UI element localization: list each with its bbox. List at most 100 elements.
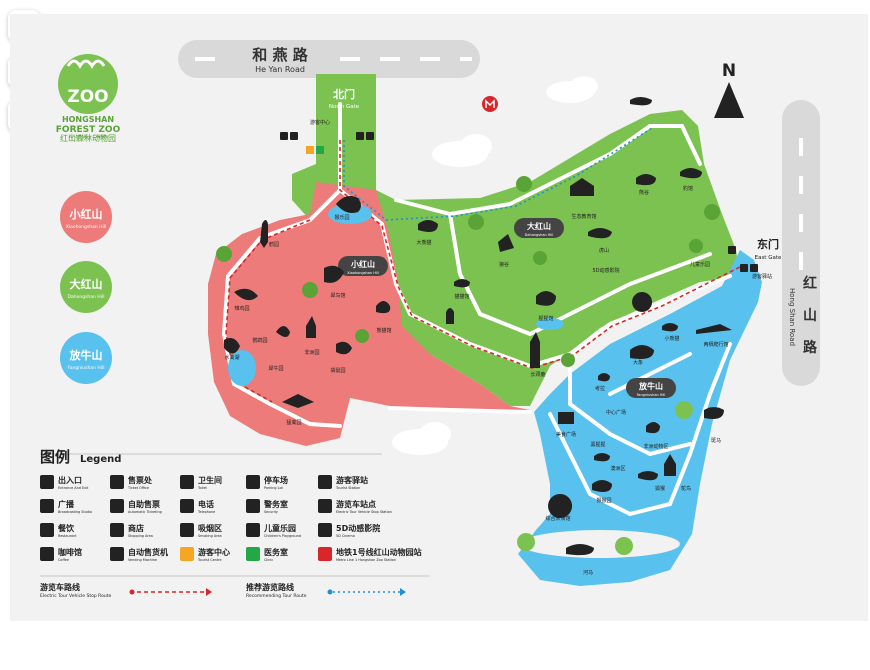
- panda-icon: [418, 220, 438, 232]
- tiger-icon: [588, 228, 612, 239]
- legend-item-cn: 游客中心: [198, 547, 230, 557]
- logo-name-cn: 红山森林动物园: [60, 133, 116, 143]
- logo-name-en1: HONGSHAN: [62, 115, 114, 124]
- legend-item-en: Smoking Area: [198, 534, 222, 538]
- hill-da-cn: 大红山: [527, 221, 551, 231]
- legend-item-cn: 自动售货机: [128, 547, 168, 557]
- legend-bus-route-en: Electric Tour Vehicle Stop Route: [40, 593, 111, 599]
- place-african-animals: 非洲动物区: [643, 443, 668, 450]
- place-tourist-centre: 游客中心: [310, 119, 330, 126]
- logo-sub: NANJING · CHINA: [69, 134, 108, 140]
- place-giraffe: 长颈鹿: [530, 371, 545, 378]
- walkways: [221, 102, 732, 517]
- legend-item-en: Metro Line 1 Hongshan Zoo Station: [336, 558, 396, 562]
- place-elephant: 大象: [633, 359, 643, 366]
- legend-item-cn: 商店: [128, 523, 144, 533]
- rabbit-icon: [376, 301, 391, 314]
- vending-icon: [110, 547, 124, 561]
- hill-xiao-cn: 小红山: [350, 259, 375, 269]
- legend-item-en: Security: [264, 510, 278, 514]
- legend-item-cn: 售票处: [127, 475, 153, 485]
- broadcast-icon: [40, 499, 54, 513]
- crocodile-icon: [696, 324, 732, 334]
- place-rhinoceros: 犀牛园: [268, 365, 283, 372]
- clinic-icon: [246, 547, 260, 561]
- playground-icon: [246, 523, 260, 537]
- legend-item-en: Vending Machine: [128, 558, 157, 562]
- police-icon: [246, 499, 260, 513]
- tourist-centre-icon: [306, 146, 314, 154]
- legend-item-cn: 5D动感影院: [336, 523, 380, 533]
- legend-item-en: Children's Playground: [264, 534, 301, 538]
- self-ticket-icon: [110, 499, 124, 513]
- fangniushan-area: [518, 250, 762, 586]
- metro-station-marker[interactable]: [482, 96, 498, 112]
- legend-item-en: Shopping Area: [128, 534, 153, 538]
- north-gate-cn: 北门: [333, 87, 355, 101]
- east-road-cn-2: 山: [803, 308, 817, 324]
- pagoda-icon: [570, 178, 594, 196]
- legend-item-en: Tourist Station: [335, 486, 360, 490]
- place-koala: 考拉: [595, 385, 605, 392]
- restaurant-icon: [40, 523, 54, 537]
- bus-stop-icon: [318, 499, 332, 513]
- gorilla2-icon: [592, 480, 612, 492]
- area-fang-en: Fangniushan Hill: [68, 365, 105, 371]
- place-gorilla-house: 猩猩馆: [538, 315, 553, 322]
- east-road-cn-3: 路: [803, 339, 818, 356]
- legend-item-en: Electric Tour Vehicle Stop Station: [336, 510, 392, 514]
- zoo-map: 和 燕 路 He Yan Road 红 山 路 Hong Shan Road N…: [10, 14, 868, 621]
- legend-item-en: Coffee: [58, 558, 69, 562]
- jaguar-icon: [630, 97, 652, 106]
- north-gate[interactable]: 北门 North Gate: [329, 87, 360, 110]
- zoo-logo: ZOO HONGSHAN FOREST ZOO NANJING · CHINA …: [56, 54, 121, 143]
- chimp-icon: [594, 453, 610, 462]
- east-gate[interactable]: 东门 East Gate: [755, 237, 782, 261]
- place-ostrich: 鸵鸟: [681, 485, 691, 492]
- north-road-cn: 和 燕 路: [252, 46, 308, 64]
- leopard-icon: [680, 168, 702, 179]
- gorilla-pond: [536, 318, 564, 330]
- place-africa-park: 非洲园: [304, 349, 319, 356]
- area-fang-cn: 放牛山: [69, 348, 103, 362]
- place-tourist-station: 游客驿站: [752, 273, 772, 280]
- legend-item-cn: 广播: [58, 499, 75, 509]
- legend-bus-route-cn: 游览车路线: [40, 582, 80, 592]
- eagle-icon: [282, 394, 314, 408]
- place-food-plaza: 美食广场: [556, 431, 576, 438]
- place-red-panda: 小熊猫: [664, 335, 679, 342]
- ticket-icon: [110, 475, 124, 489]
- legend-item-cn: 停车场: [264, 475, 288, 485]
- place-parrot: 鹦鹉园: [252, 337, 267, 344]
- place-performance-hall: 综合表演馆: [545, 515, 570, 522]
- penguin-icon: [446, 308, 454, 324]
- smoking-icon: [180, 523, 194, 537]
- legend-item-cn: 自助售票: [128, 499, 160, 509]
- area-xiao-en: Xiaohongshan Hill: [66, 224, 107, 230]
- legend-item-en: Restaurant: [58, 534, 77, 538]
- north-road: 和 燕 路 He Yan Road: [178, 40, 480, 78]
- facility-icons[interactable]: [280, 132, 758, 272]
- legend-item-en: Broadcasting Studio: [58, 510, 92, 514]
- place-central-plaza: 中心广场: [606, 409, 626, 416]
- legend-item-cn: 电话: [198, 499, 214, 509]
- place-chimpanzee: 黑猩猩: [590, 441, 605, 448]
- place-5d-cinema: 5D动感影院: [592, 267, 619, 274]
- parrot-icon: [276, 326, 290, 337]
- legend-item-cn: 卫生间: [198, 475, 222, 485]
- animal-silhouettes: [224, 97, 732, 556]
- legend-item-cn: 地铁1号线红山动物园站: [336, 547, 422, 557]
- food-plaza-icon: [558, 412, 574, 424]
- gate-icon: [40, 475, 54, 489]
- wolf-icon: [498, 234, 514, 252]
- place-panda-house: 熊猫馆: [376, 327, 391, 334]
- ferris-wheel-icon: [632, 292, 653, 312]
- gorilla-icon: [536, 291, 556, 306]
- legend-item-en: Parking Lot: [264, 486, 284, 490]
- place-playground: 儿童乐园: [690, 261, 710, 268]
